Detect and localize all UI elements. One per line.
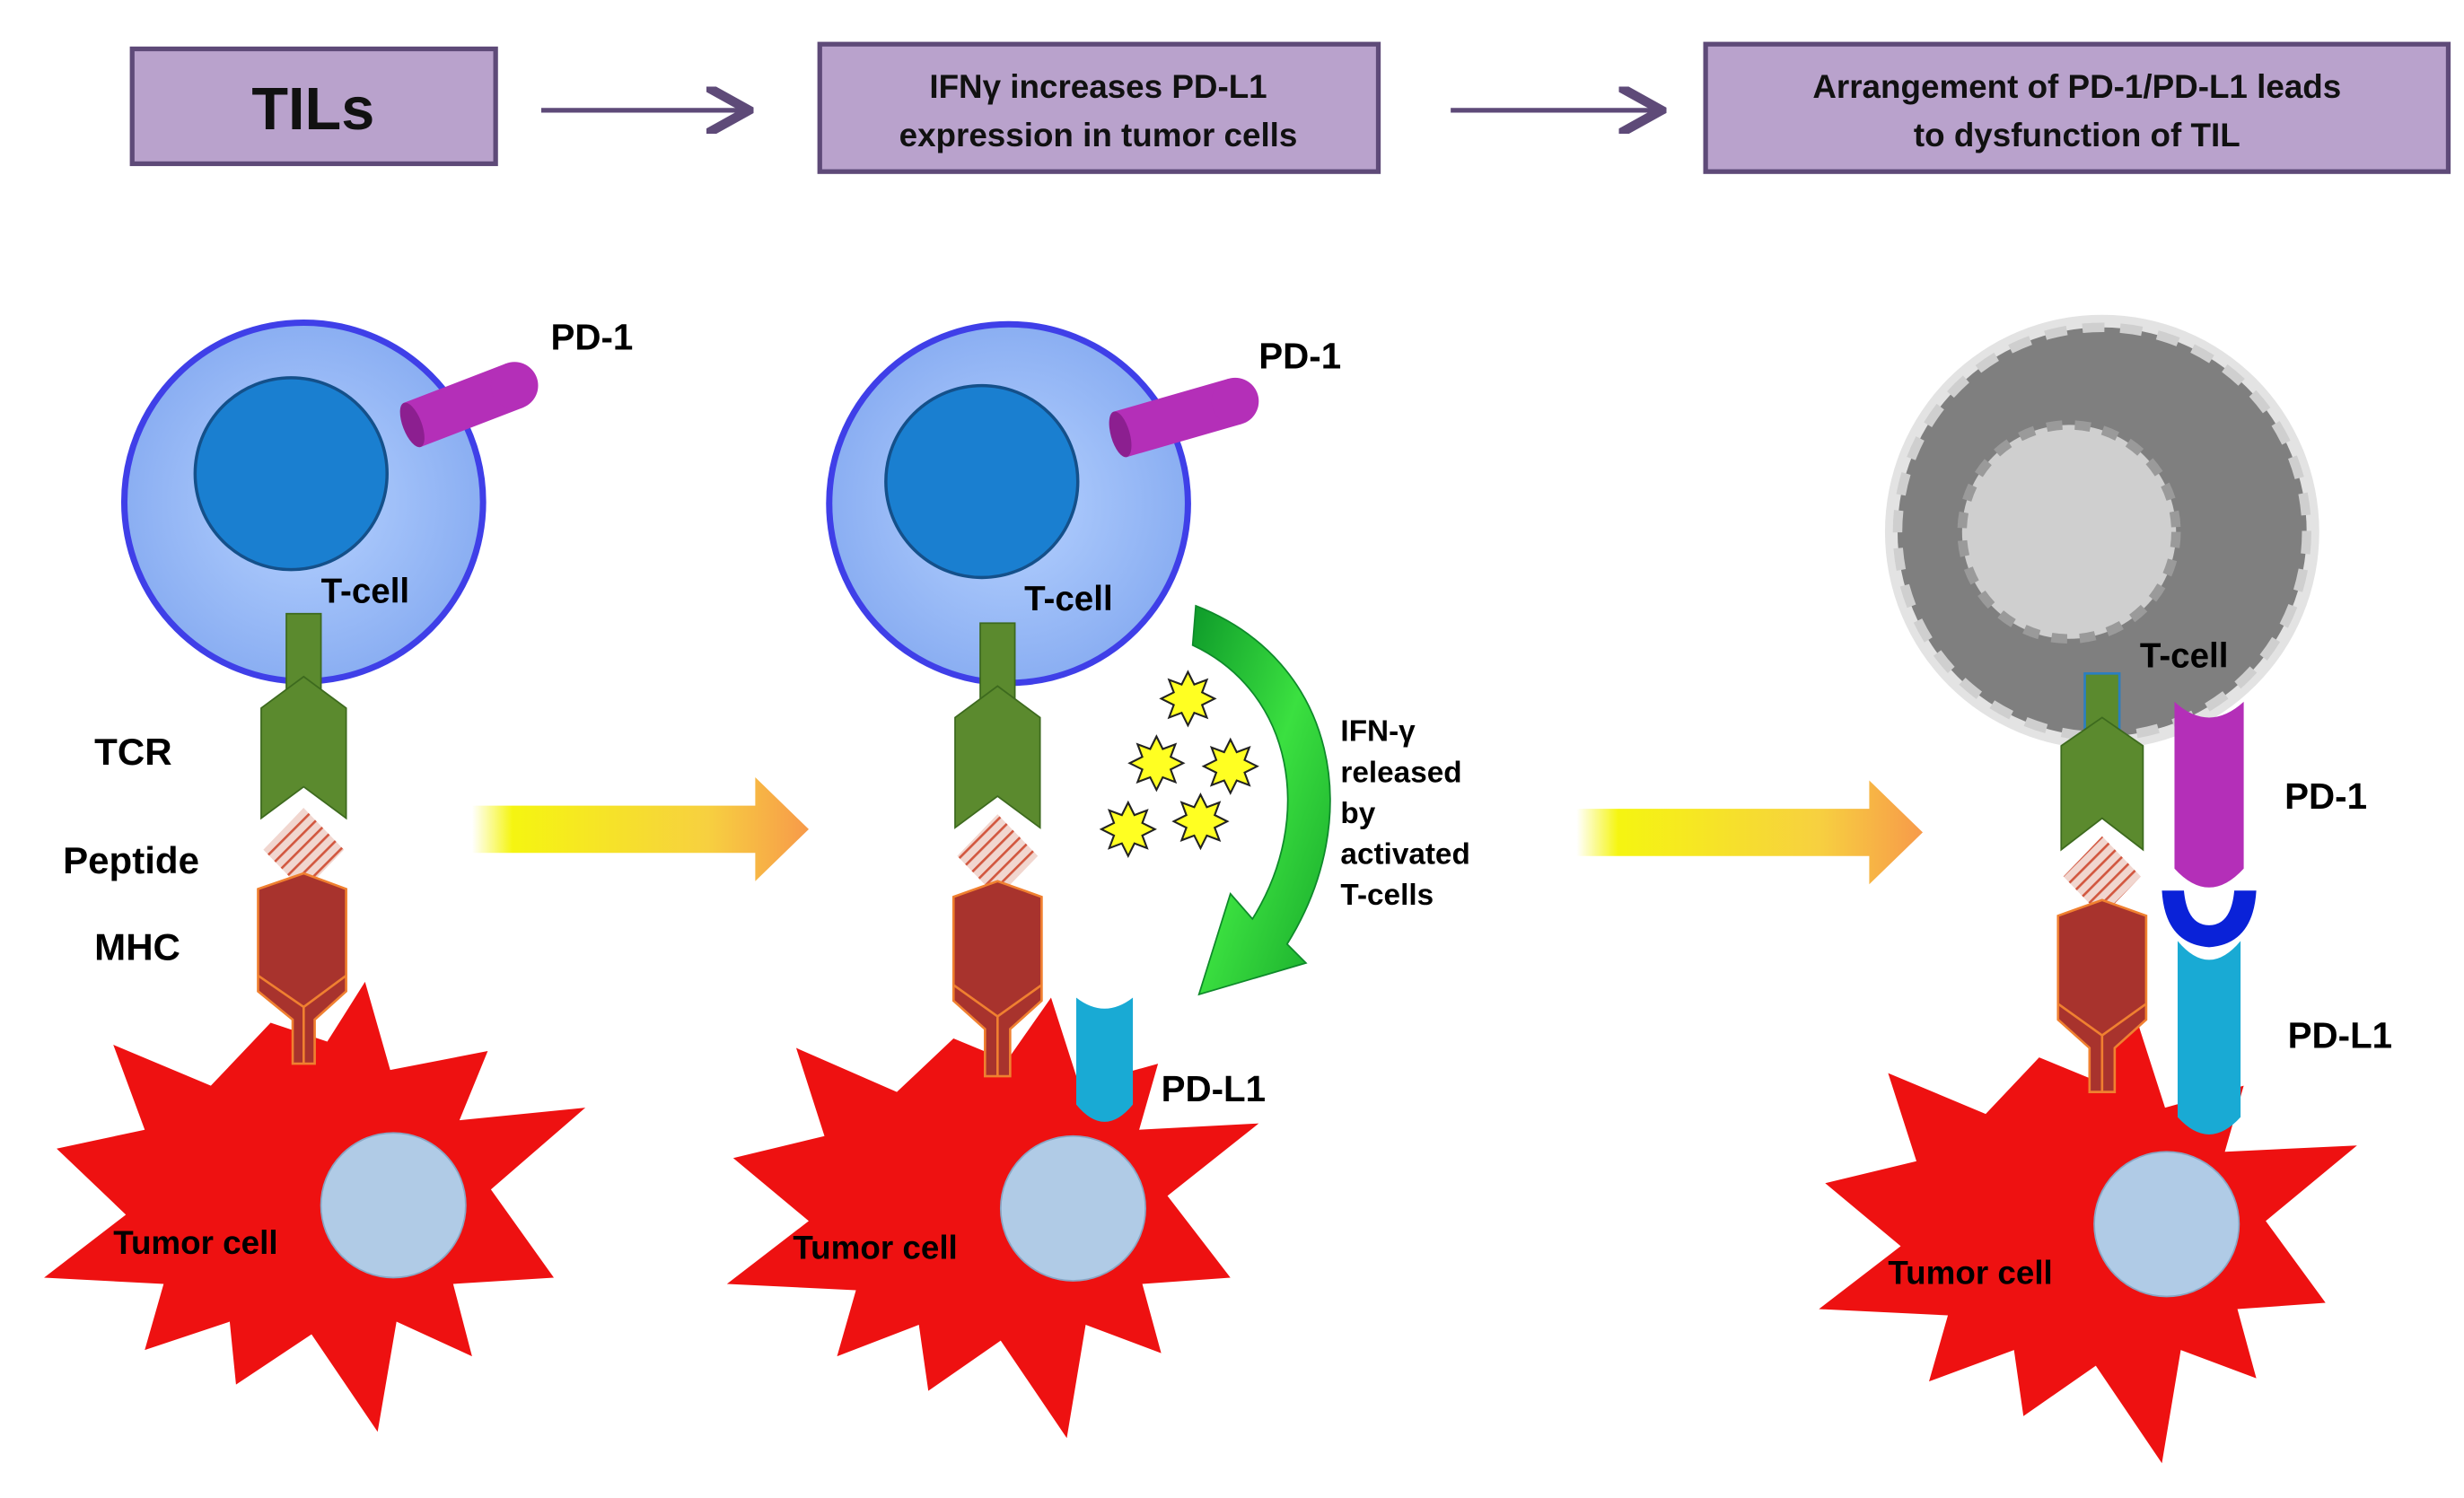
tumor-cell-nucleus <box>2093 1151 2240 1298</box>
pdl1-ligand <box>1075 997 1134 1122</box>
header-box-arrangement <box>1703 41 2451 174</box>
ifn-text-line1: IFN-γ <box>1340 715 1416 749</box>
header-box-ifn-line1: IFNγ increases PD-L1 <box>929 68 1267 105</box>
tumor-cell-nucleus <box>999 1134 1146 1282</box>
dysfunctional-tcell-nucleus <box>1957 420 2181 644</box>
ifn-text-line5: T-cells <box>1340 879 1434 912</box>
pd1-receptor <box>1109 377 1259 458</box>
panel-2-ifn-release: Tumor cell PD-1 T-cell PD-L1 IFN- <box>726 320 1470 1439</box>
ifn-text-line3: by <box>1340 797 1375 830</box>
tcr-receptor <box>260 675 347 820</box>
header-box-ifn-line2: expression in tumor cells <box>899 117 1298 153</box>
ifn-release-arrow <box>1191 604 1331 996</box>
pd1-label: PD-1 <box>551 317 634 357</box>
ifn-gamma-particles <box>1099 670 1259 859</box>
header-box-ifn <box>817 41 1381 174</box>
transition-arrow-1 <box>471 777 809 881</box>
tcr-receptor <box>954 685 1041 829</box>
header-box-tils-text: TILs <box>251 76 374 143</box>
header-box-tils <box>129 46 498 167</box>
header-box-arrangement-line2: to dysfunction of TIL <box>1914 117 2240 153</box>
tumor-cell-shape <box>44 981 586 1432</box>
pd1-receptor <box>399 362 539 448</box>
binding-interface <box>2161 890 2257 948</box>
mhc-molecule <box>2056 898 2148 1093</box>
pd1-receptor <box>2174 701 2244 888</box>
tumor-cell-label: Tumor cell <box>113 1224 277 1261</box>
pdl1-label: PD-L1 <box>2288 1016 2392 1056</box>
panel-1-activated-tcell: Tumor cell PD-1 T-cell TCR Peptide MHC <box>44 317 633 1432</box>
tcr-receptor <box>2060 716 2144 852</box>
ifn-text-line2: released <box>1340 756 1461 789</box>
peptide-label: Peptide <box>63 839 199 881</box>
tcr-label: TCR <box>94 731 171 773</box>
tcell-label: T-cell <box>1024 580 1113 618</box>
ifn-text-line4: activated <box>1340 837 1469 871</box>
pd1-label: PD-1 <box>2284 776 2367 817</box>
tumor-cell-nucleus <box>320 1132 467 1279</box>
mhc-label: MHC <box>94 925 180 968</box>
tumor-cell-label: Tumor cell <box>1888 1254 2052 1291</box>
tcell-label: T-cell <box>321 572 410 610</box>
ifn-particle <box>1201 737 1259 795</box>
pdl1-ligand <box>2177 941 2241 1134</box>
pd1-label: PD-1 <box>1258 336 1341 376</box>
tcell-label: T-cell <box>2140 636 2229 675</box>
transition-arrow-2 <box>1576 780 1924 885</box>
panel-3-tcell-dysfunction: Tumor cell T-cell PD-1 PD-L1 <box>1819 314 2392 1464</box>
pdl1-label: PD-L1 <box>1162 1069 1266 1109</box>
mhc-molecule <box>951 880 1043 1078</box>
tumor-cell-label: Tumor cell <box>793 1229 957 1266</box>
header-box-arrangement-line1: Arrangement of PD-1/PD-L1 leads <box>1812 68 2341 105</box>
ifn-particle <box>1099 800 1157 859</box>
ifn-particle <box>1159 670 1217 728</box>
ifn-particle <box>1171 792 1230 851</box>
tcell-nucleus <box>884 383 1080 580</box>
mhc-molecule <box>257 872 347 1065</box>
ifn-particle <box>1127 734 1186 793</box>
tcell-nucleus <box>193 376 389 572</box>
header-row: TILs IFNγ increases PD-L1 expression in … <box>129 41 2451 174</box>
tumor-cell-shape <box>1819 1019 2357 1464</box>
